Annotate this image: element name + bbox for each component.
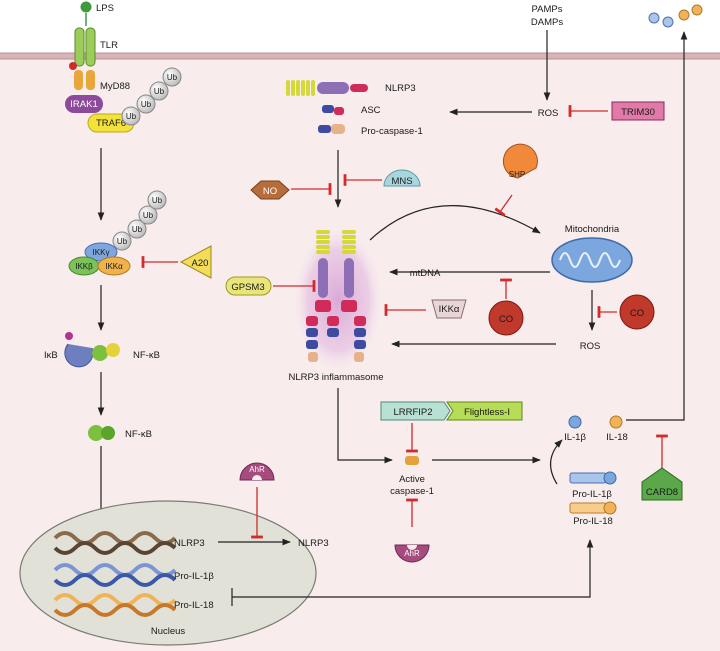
nucleus-label: Nucleus [151, 626, 186, 637]
mitochondria-label: Mitochondria [565, 224, 620, 235]
irak1-icon [65, 95, 103, 113]
ikb-label: IκB [44, 350, 58, 361]
mtdna-label: mtDNA [410, 268, 441, 279]
no-icon [250, 180, 290, 200]
svg-text:Ub: Ub [126, 112, 137, 121]
asc-icon [322, 105, 344, 115]
flightless-label: Flightless-I [464, 407, 510, 418]
il18-label: IL-18 [606, 432, 628, 443]
flightless-icon [446, 401, 523, 421]
svg-text:Ub: Ub [132, 225, 143, 234]
nlrp3-out-label: NLRP3 [298, 538, 329, 549]
pro-caspase1-label: Pro-caspase-1 [361, 126, 423, 137]
ahr-icon-top [239, 462, 275, 481]
ikk-beta-label: IKKβ [75, 262, 93, 271]
nlrp3-inflammasome-icon [306, 230, 366, 362]
il1b-label: IL-1β [564, 432, 586, 443]
svg-text:Ub: Ub [143, 211, 154, 220]
traf6-label: TRAF6 [96, 118, 126, 129]
nfkb-p65-icon-2 [88, 425, 104, 441]
nfkb-p65-icon [92, 345, 108, 361]
tlr-label: TLR [100, 40, 118, 51]
dna-pro-il1b-icon [53, 563, 177, 587]
mitochondria-icon [551, 237, 633, 283]
nfkb-complex-label: NF-κB [133, 350, 160, 361]
ahr-label-bottom: AhR [404, 549, 420, 558]
ikk-alpha-icon-2 [431, 299, 467, 319]
active-caspase1-icon [405, 456, 419, 465]
myd88-label: MyD88 [100, 81, 130, 92]
pro-il18-icon [569, 502, 607, 514]
mns-label: MNS [391, 176, 412, 187]
dna-pro-il18-icon [53, 593, 177, 617]
a20-icon [179, 245, 212, 279]
ikk-alpha-label-2: IKKα [439, 304, 460, 315]
nfkb-p50-icon-2 [101, 426, 115, 440]
nfkb-p50-icon [106, 343, 120, 357]
inflammasome-label: NLRP3 inflammasome [288, 372, 383, 383]
pro-il1b-icon [569, 472, 607, 484]
irak1-label: IRAK1 [70, 99, 97, 110]
shp-label: SHP [509, 170, 525, 179]
ikk-alpha-icon [97, 256, 131, 276]
ubiquitin-chain-ikk: Ub Ub Ub Ub [112, 190, 167, 251]
ahr-icon-bottom [394, 544, 430, 563]
trim30-icon [611, 101, 665, 121]
ikk-gamma-label: IKKγ [93, 248, 110, 257]
pro-il18-label: Pro-IL-18 [573, 516, 613, 527]
card8-icon [641, 467, 683, 501]
svg-text:Ub: Ub [141, 100, 152, 109]
svg-text:Ub: Ub [167, 73, 178, 82]
cell-membrane [0, 53, 720, 59]
damps-label: DAMPs [531, 17, 563, 28]
co-icon-1 [488, 300, 524, 336]
nfkb-label: NF-κB [125, 429, 152, 440]
ros-label-upper: ROS [538, 108, 559, 119]
trim30-label: TRIM30 [621, 107, 655, 118]
lps-icon [80, 1, 92, 13]
ahr-label-top: AhR [249, 465, 265, 474]
lrrfip2-icon [380, 401, 451, 421]
gene-pro-il1b-label: Pro-IL-1β [174, 571, 214, 582]
co-icon-2 [619, 294, 655, 330]
card8-label: CARD8 [646, 487, 678, 498]
no-label: NO [263, 186, 277, 197]
svg-text:Ub: Ub [154, 87, 165, 96]
mns-icon [383, 169, 421, 187]
gpsm3-icon [225, 276, 272, 296]
ikk-alpha-label: IKKα [105, 262, 123, 271]
co-label-1: CO [499, 314, 513, 325]
active-caspase1-label-2: caspase-1 [390, 486, 434, 497]
svg-text:Ub: Ub [117, 237, 128, 246]
pro-caspase1-icon [318, 124, 345, 134]
co-label-2: CO [630, 308, 644, 319]
nlrp3-label: NLRP3 [385, 83, 416, 94]
shp-icon [502, 143, 538, 179]
gpsm3-label: GPSM3 [231, 282, 264, 293]
inflammasome-glow [294, 228, 382, 372]
ubiquitin-chain-traf6: Ub Ub Ub Ub [121, 67, 182, 126]
pamps-label: PAMPs [532, 4, 563, 15]
ros-label-lower: ROS [580, 341, 601, 352]
lrrfip2-label: LRRFIP2 [393, 407, 432, 418]
pro-il1b-label: Pro-IL-1β [572, 489, 612, 500]
secreted-cytokines-icon [648, 4, 703, 28]
phospho-icon [65, 332, 73, 340]
active-caspase1-label-1: Active [399, 474, 425, 485]
dna-nlrp3-icon [53, 531, 177, 555]
nlrp3-protein-icon [286, 80, 368, 96]
a20-label: A20 [192, 258, 209, 269]
il1b-icon [568, 415, 582, 429]
lps-label: LPS [96, 3, 114, 14]
gene-pro-il18-label: Pro-IL-18 [174, 600, 214, 611]
gene-nlrp3-label: NLRP3 [174, 538, 205, 549]
tlr-receptor-icon [69, 27, 96, 90]
asc-label: ASC [361, 105, 381, 116]
il18-icon [609, 415, 623, 429]
svg-text:Ub: Ub [152, 196, 163, 205]
